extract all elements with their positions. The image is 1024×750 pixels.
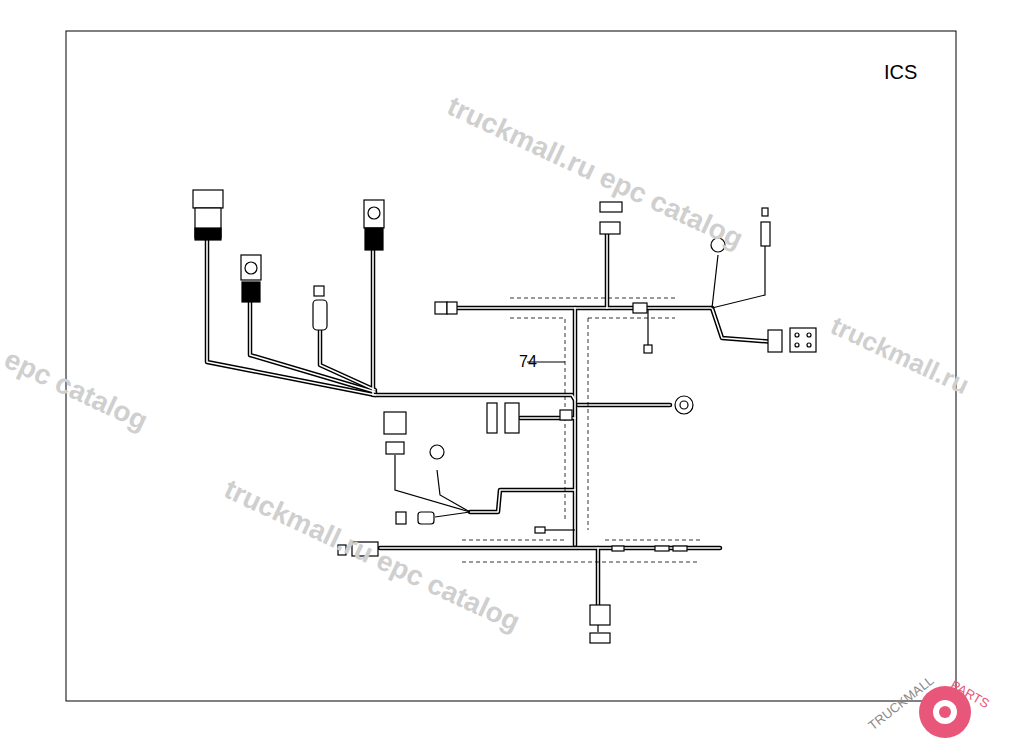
diagram-code: ICS [884,62,917,82]
watermark: epc catalog [0,345,151,435]
harness-bundle [207,232,775,605]
callout-number: 74 [519,354,537,370]
watermark: truckmall.ru epc catalog [220,475,524,637]
single-wires [395,245,765,632]
watermark: truckmall.ru epc catalog [443,92,747,254]
harness-bundle-core [207,232,775,605]
watermark: truckmall.ru [827,312,973,398]
connectors [193,190,816,643]
dimension-brackets [462,298,700,562]
frame [66,31,956,701]
